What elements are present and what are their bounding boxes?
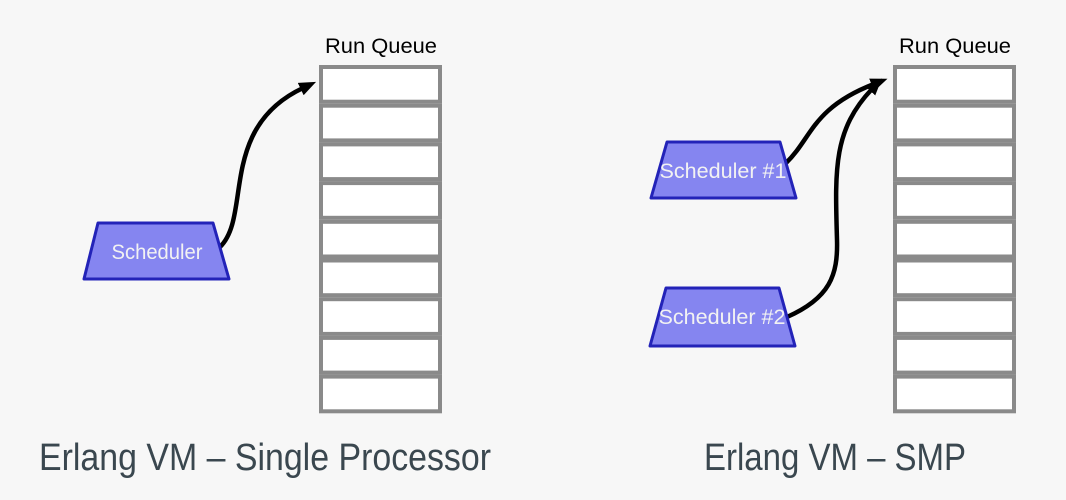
panel-caption: Erlang VM – SMP: [704, 437, 966, 479]
scheduler2-shape: [648, 286, 797, 348]
panel-caption: Erlang VM – Single Processor: [39, 437, 491, 479]
run-queue-cell: [319, 297, 442, 336]
run-queue-cell: [319, 335, 442, 375]
run-queue-cell: [893, 103, 1016, 143]
smp-panel: Run Queue Scheduler #1 Scheduler #2 Erla…: [648, 35, 1016, 479]
run-queue-cell: [319, 142, 442, 182]
run-queue-cell: [893, 219, 1016, 259]
scheduler-shape: [82, 221, 231, 281]
run-queue-cell: [893, 181, 1016, 220]
scheduler1-label: Scheduler #1: [660, 160, 787, 183]
run-queue-cell: [319, 181, 442, 220]
run-queue-title: Run Queue: [899, 35, 1011, 58]
run-queue-cell: [319, 374, 442, 414]
run-queue-cell: [319, 65, 442, 104]
run-queue-cell: [893, 335, 1016, 375]
run-queue-cell: [893, 297, 1016, 336]
run-queue-cell: [893, 374, 1016, 414]
scheduler1-to-queue-arrow: [783, 78, 888, 166]
scheduler-to-queue-arrow: [217, 81, 317, 250]
scheduler2-to-queue-arrow: [784, 78, 882, 320]
run-queue-title: Run Queue: [325, 35, 437, 58]
run-queue-cell: [893, 65, 1016, 104]
run-queue: [893, 65, 1016, 414]
scheduler2-label: Scheduler #2: [659, 306, 786, 329]
run-queue-cell: [893, 258, 1016, 298]
run-queue-cell: [319, 258, 442, 298]
run-queue-cell: [319, 103, 442, 143]
scheduler1-shape: [649, 140, 798, 200]
single-processor-panel: Run Queue Scheduler Erlang VM – Single P…: [39, 35, 491, 479]
run-queue-cell: [893, 142, 1016, 182]
scheduler-label: Scheduler: [112, 241, 203, 264]
run-queue-cell: [319, 219, 442, 259]
run-queue: [319, 65, 442, 414]
